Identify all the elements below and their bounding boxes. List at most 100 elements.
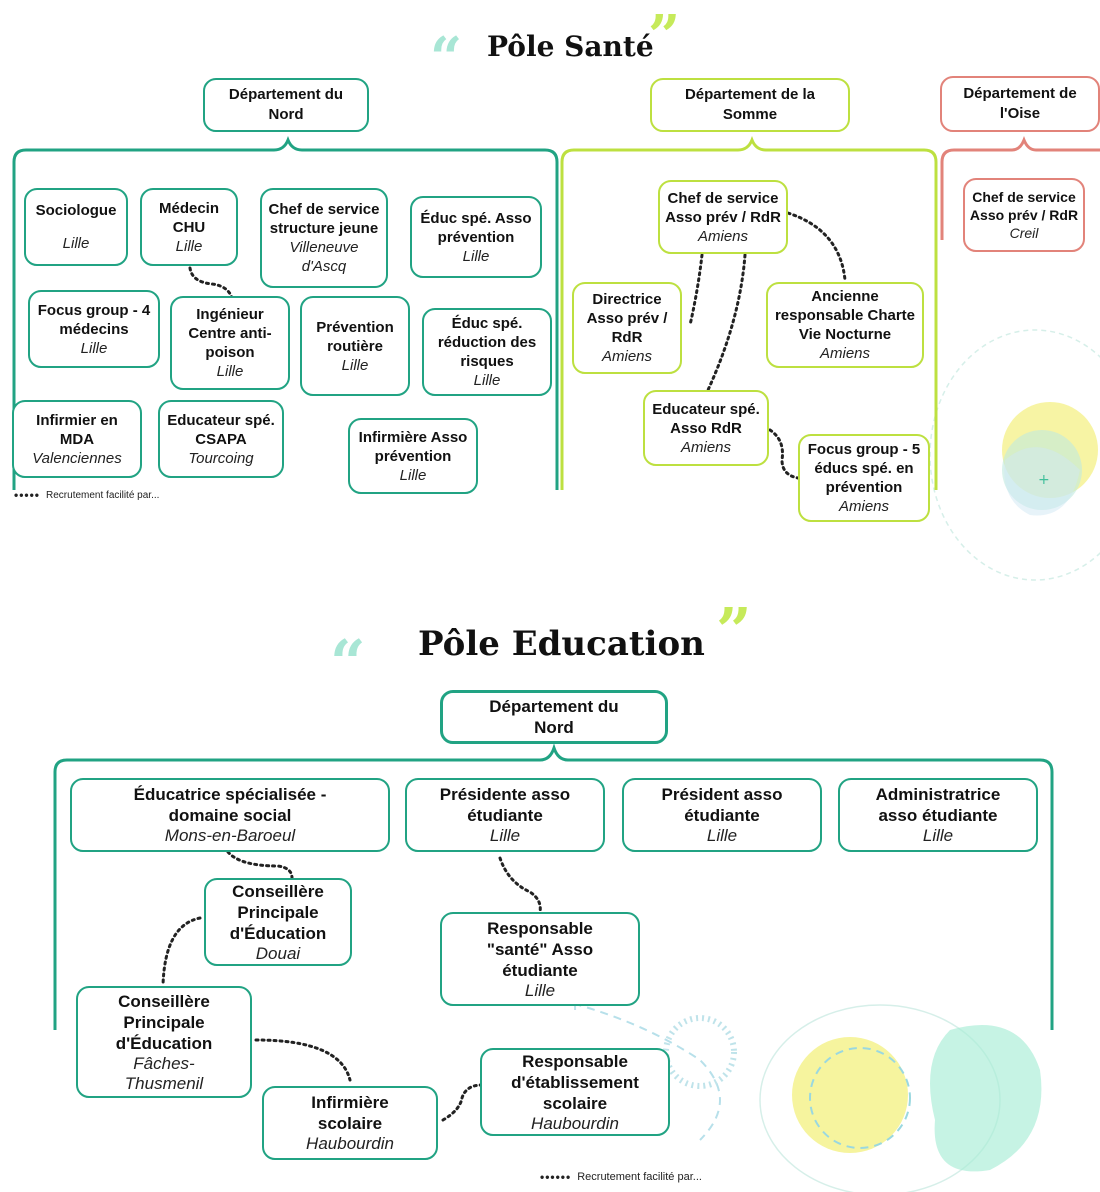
node-educateur-spe-asso-rdr: Educateur spé. Asso RdR Amiens [643,390,769,466]
node-city: Villeneuve d'Ascq [289,239,359,275]
node-educ-spe-asso-prevention: Éduc spé. Asso prévention Lille [410,196,542,278]
node-city: Lille [706,826,738,845]
node-name: Infirmière scolaire [311,1093,389,1133]
node-name: Chef de service Asso prév / RdR [665,189,781,226]
node-name: Présidente asso étudiante [439,785,571,825]
node-presidente-asso-etudiante: Présidente asso étudiante Lille [405,778,605,852]
node-city: Amiens [680,438,732,456]
node-name: Educateur spé. CSAPA [167,411,275,448]
decorative-blobs-sante: + [929,329,1100,581]
node-city: Douai [255,943,301,963]
dotted-line-icon: ••••• [14,488,41,502]
dept-label: Département du Nord [489,697,619,737]
node-name: Sociologue [35,202,117,219]
node-city: Lille [216,363,244,380]
bracket-nord-education [53,743,1054,1030]
node-educ-spe-reduction-risques: Éduc spé. réduction des risques Lille [422,308,552,396]
close-quote-icon: ” [648,3,681,69]
node-name: Médecin CHU [158,199,219,236]
bracket-nord-sante [12,135,559,490]
node-city: Amiens [838,498,890,515]
node-city: Lille [473,372,501,389]
legend-sante: ••••• Recrutement facilité par... [14,488,159,502]
node-ancienne-responsable-charte: Ancienne responsable Charte Vie Nocturne… [766,282,924,368]
node-name: Conseillère Principale d'Éducation [115,991,213,1053]
bracket-oise-sante [940,135,1100,240]
node-cpe-faches-thusmenil: Conseillère Principale d'Éducation Fâche… [76,986,252,1098]
node-chef-service-amiens: Chef de service Asso prév / RdR Amiens [658,180,788,254]
node-city: Fâches- Thusmenil [124,1053,204,1093]
dotted-line-icon: •••••• [540,1170,572,1184]
legend-text: Recrutement facilité par... [577,1171,702,1183]
node-responsable-sante-asso: Responsable "santé" Asso étudiante Lille [440,912,640,1006]
legend-education: •••••• Recrutement facilité par... [540,1170,702,1184]
node-name: Focus group - 4 médecins [37,301,151,338]
node-city: Haubourdin [306,1134,394,1153]
node-name: Président asso étudiante [661,785,783,825]
node-city: Amiens [601,348,653,365]
legend-text: Recrutement facilité par... [46,489,160,501]
dept-label: Département du Nord [228,86,344,123]
node-city: Lille [462,247,490,265]
node-infirmiere-asso-prevention: Infirmière Asso prévention Lille [348,418,478,494]
node-infirmiere-scolaire: Infirmière scolaire Haubourdin [262,1086,438,1160]
node-chef-service-structure-jeune: Chef de service structure jeune Villeneu… [260,188,388,288]
node-city: Lille [62,235,90,252]
node-city: Valenciennes [32,449,122,467]
node-city: Lille [399,466,427,484]
dept-label: Département de la Somme [684,86,816,123]
node-name: Infirmier en MDA [36,411,118,448]
node-name: Éduc spé. Asso prévention [420,209,532,246]
node-administratrice-asso-etudiante: Administratrice asso étudiante Lille [838,778,1038,852]
node-president-asso-etudiante: Président asso étudiante Lille [622,778,822,852]
node-name: Ingénieur Centre anti- poison [188,306,272,361]
bracket-somme-sante [560,135,938,490]
node-city: Creil [1009,224,1039,241]
recruitment-links-sante [188,211,847,480]
node-city: Amiens [697,227,749,245]
node-name: Educateur spé. Asso RdR [652,400,760,437]
node-chef-service-creil: Chef de service Asso prév / RdR Creil [963,178,1085,252]
node-name: Focus group - 5 éducs spé. en prévention [807,441,921,496]
node-city: Lille [175,237,203,255]
dept-nord-sante: Département du Nord [203,78,369,132]
dept-oise-sante: Département de l'Oise [940,76,1100,132]
node-name: Directrice Asso prév / RdR [586,291,668,346]
node-name: Responsable d'établissement scolaire [511,1051,639,1113]
node-city: Tourcoing [188,449,254,467]
node-focus-group-medecins: Focus group - 4 médecins Lille [28,290,160,368]
node-name: Ancienne responsable Charte Vie Nocturne [774,288,916,343]
node-city: Mons-en-Baroeul [164,826,296,845]
node-name: Chef de service Asso prév / RdR [969,188,1079,223]
node-medecin-chu: Médecin CHU Lille [140,188,238,266]
node-responsable-etablissement: Responsable d'établissement scolaire Hau… [480,1048,670,1136]
dept-label: Département de l'Oise [963,85,1077,122]
recruitment-links-education [161,850,542,1122]
open-quote-icon: “ [430,25,463,91]
node-city: Lille [489,826,521,845]
node-educatrice-specialisee: Éducatrice spécialisée - domaine social … [70,778,390,852]
node-educateur-spe-csapa: Educateur spé. CSAPA Tourcoing [158,400,284,478]
node-city: Lille [341,356,369,374]
node-name: Infirmière Asso prévention [358,428,468,465]
node-sociologue: Sociologue Lille [24,188,128,266]
node-name: Éducatrice spécialisée - domaine social [133,785,327,825]
node-city: Amiens [819,345,871,362]
node-prevention-routiere: Prévention routière Lille [300,296,410,396]
node-name: Responsable "santé" Asso étudiante [486,918,594,980]
open-quote-icon: “ [330,626,366,699]
pole-education-title: Pôle Education [418,624,705,664]
dept-nord-education: Département du Nord [440,690,668,744]
node-city: Lille [524,980,556,1000]
node-directrice-amiens: Directrice Asso prév / RdR Amiens [572,282,682,374]
dept-somme-sante: Département de la Somme [650,78,850,132]
node-focus-group-educs-spe: Focus group - 5 éducs spé. en prévention… [798,434,930,522]
node-city: Lille [922,826,954,845]
node-name: Administratrice asso étudiante [875,785,1001,825]
node-city: Lille [80,339,108,357]
node-name: Chef de service structure jeune [268,201,380,237]
node-name: Conseillère Principale d'Éducation [229,881,327,943]
node-name: Éduc spé. réduction des risques [437,315,537,370]
pole-sante-title: Pôle Santé [487,30,654,63]
node-infirmier-mda: Infirmier en MDA Valenciennes [12,400,142,478]
